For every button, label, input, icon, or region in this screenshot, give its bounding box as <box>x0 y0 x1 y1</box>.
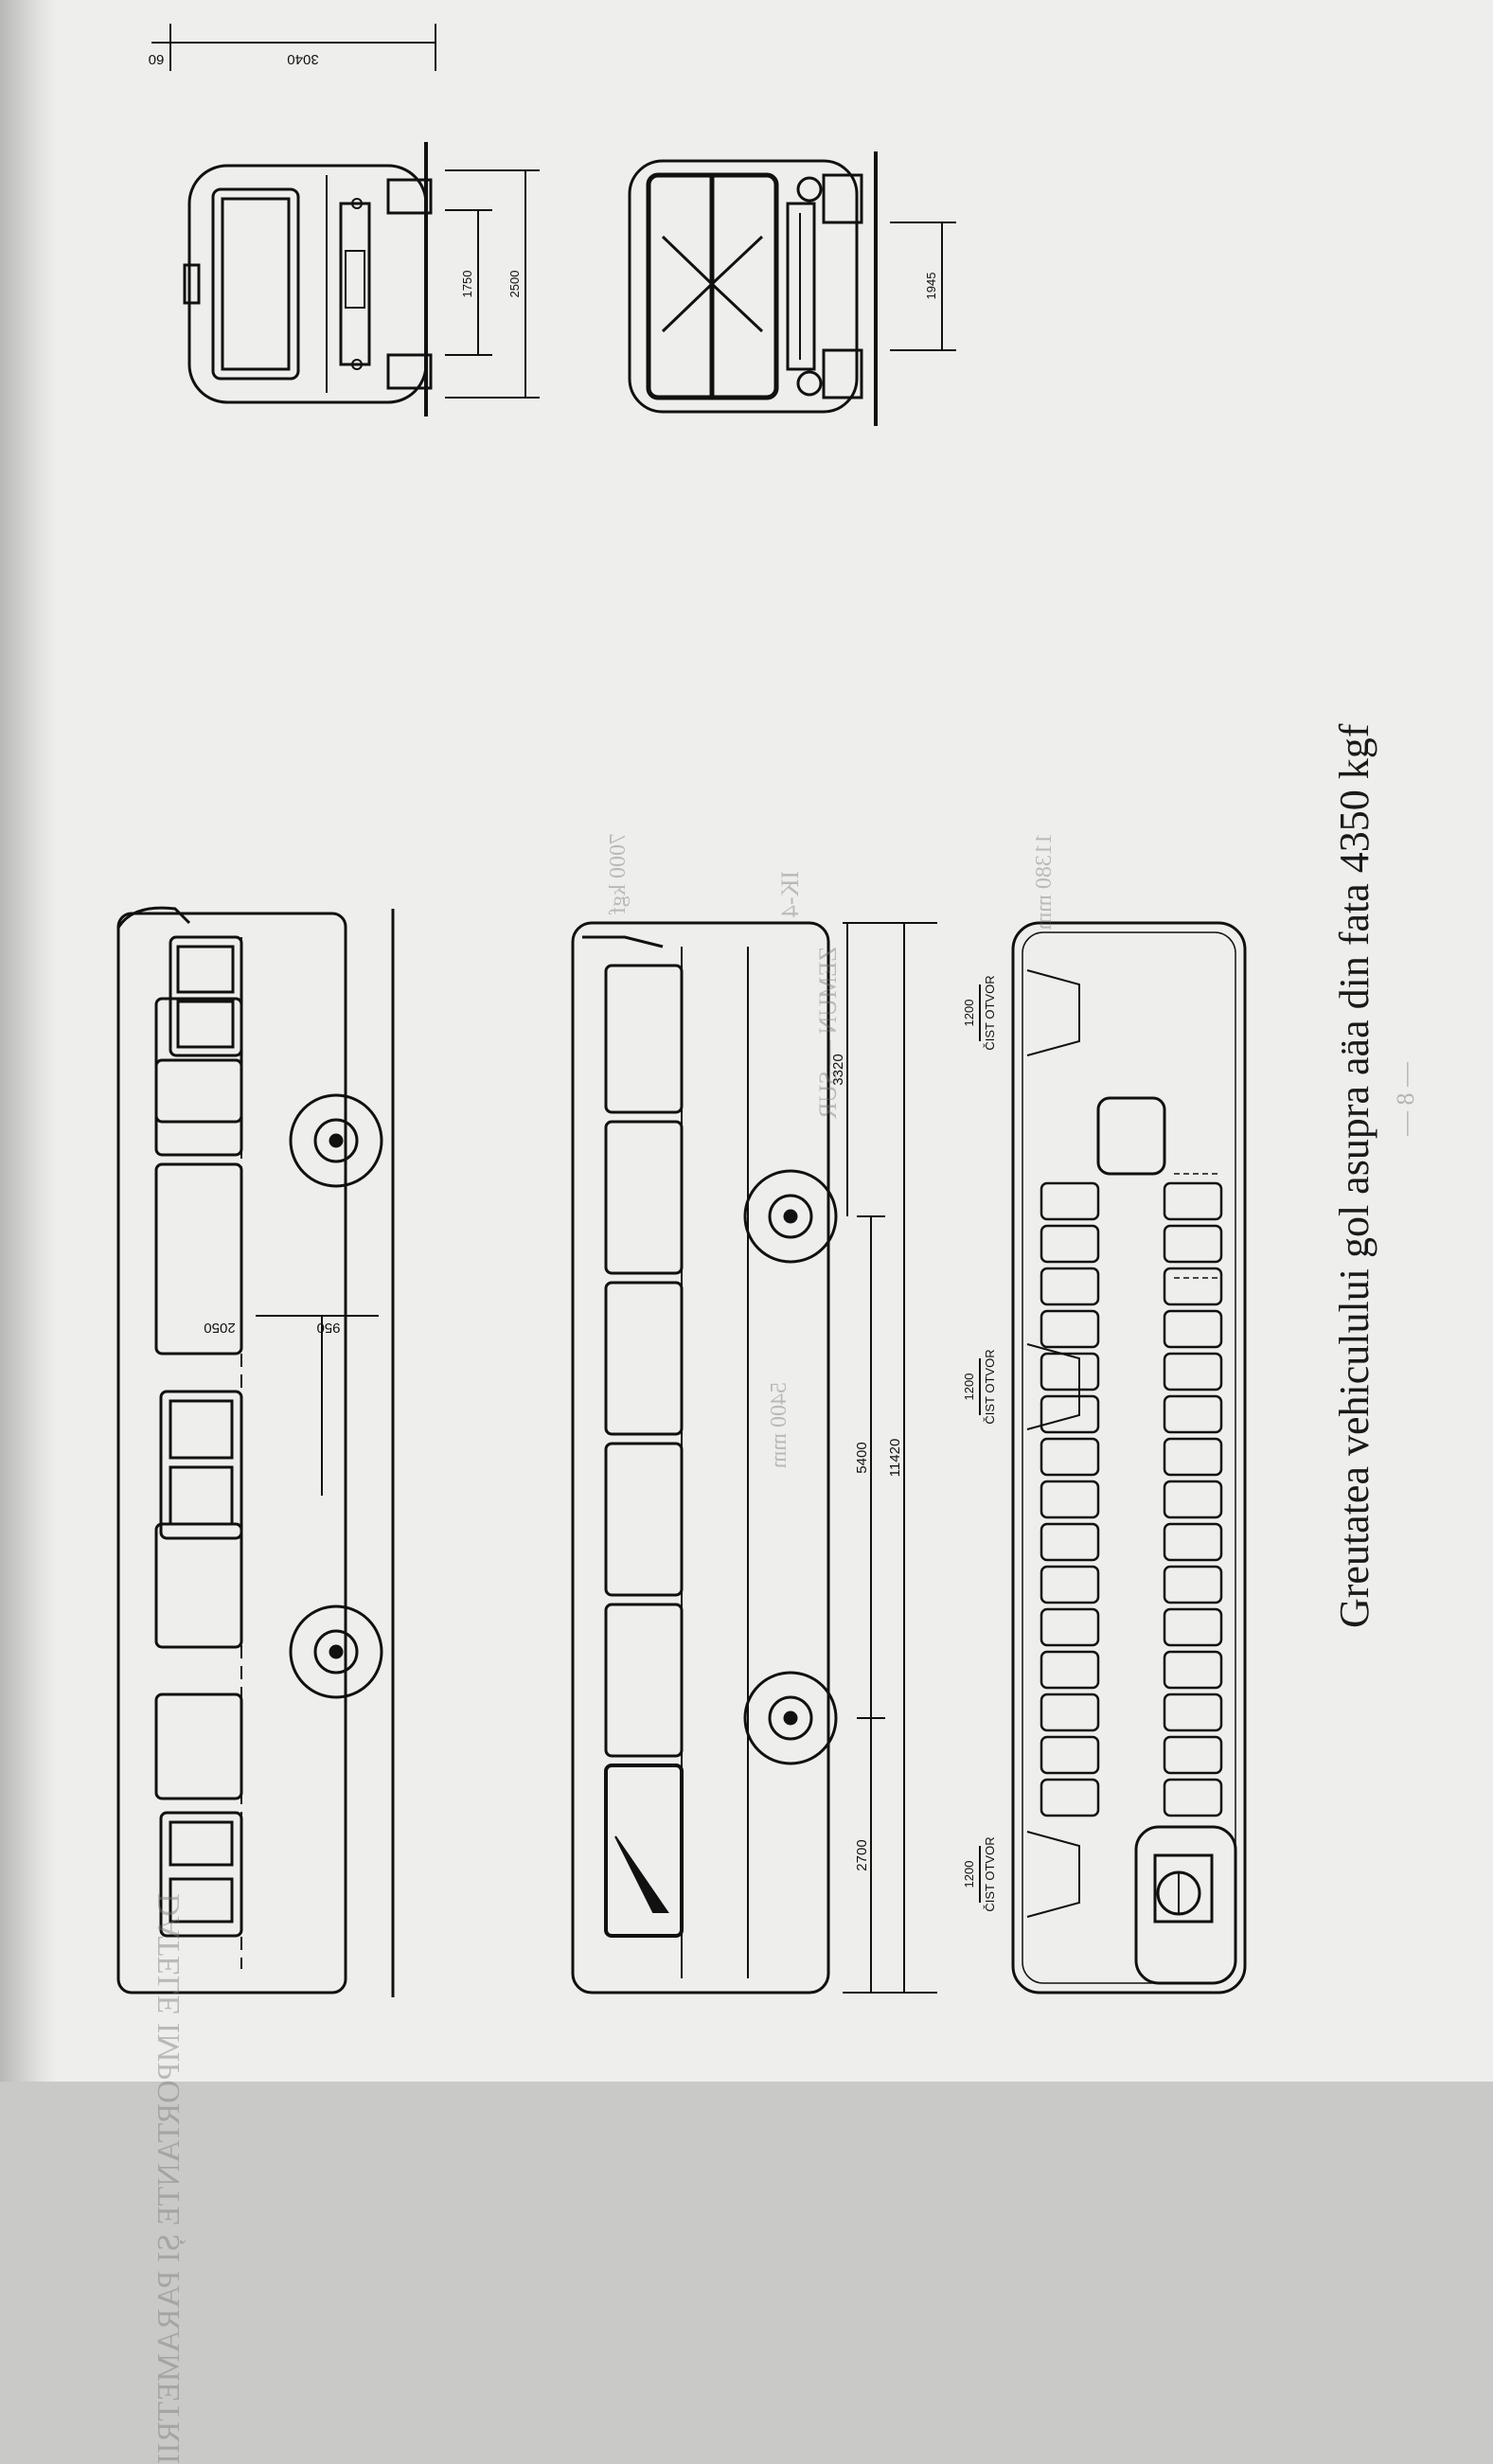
seat <box>1040 1352 1100 1392</box>
dim-door-rear: 1200 <box>962 1000 976 1027</box>
seat <box>1040 1394 1100 1434</box>
seat <box>1040 1309 1100 1349</box>
dim-950: 950 <box>316 1320 340 1336</box>
figure-caption: Greutatea vehiculului gol asupra aäa din… <box>1330 723 1377 1628</box>
label-door-rear: ČIST OTVOR <box>983 975 997 1050</box>
dim-1945: 1945 <box>924 273 938 300</box>
bus-side-view-windows: 11420 5400 2700 3320 <box>571 921 937 1994</box>
seat <box>1040 1181 1100 1221</box>
bleed-through-spec-5: 11380 mm <box>1032 833 1057 931</box>
bleed-through-spec-1: IK-4 <box>776 871 804 918</box>
bus-rear-view: 1750 2500 <box>183 142 540 417</box>
seat <box>1163 1735 1223 1775</box>
seat <box>1163 1437 1223 1477</box>
seat <box>1040 1480 1100 1519</box>
seat <box>1040 1607 1100 1647</box>
dim-3320: 3320 <box>830 1054 846 1085</box>
seat <box>1163 1607 1223 1647</box>
seat <box>1163 1778 1223 1817</box>
dim-5400: 5400 <box>854 1442 870 1473</box>
seat <box>1163 1309 1223 1349</box>
dim-2500: 2500 <box>507 271 522 298</box>
seat <box>1040 1224 1100 1264</box>
seat <box>1040 1267 1100 1306</box>
overall-width-dimension: 3040 60 <box>149 24 436 71</box>
dim-2050: 2050 <box>204 1320 235 1336</box>
dim-11420: 11420 <box>887 1439 903 1478</box>
technical-drawings: 3040 60 1750 2500 <box>116 24 1247 1997</box>
seat <box>1163 1522 1223 1562</box>
seat <box>1163 1480 1223 1519</box>
page-number: — 8 — <box>1392 1062 1419 1136</box>
seat <box>1040 1565 1100 1604</box>
seat <box>1040 1522 1100 1562</box>
seat <box>1040 1778 1100 1817</box>
dim-2700: 2700 <box>854 1839 870 1870</box>
seat <box>1163 1394 1223 1434</box>
bleed-through-heading: DATELE IMPORTANTE ȘI PARAMETRII <box>151 1893 187 2464</box>
bus-front-view: 1945 <box>628 151 956 426</box>
seat <box>1163 1565 1223 1604</box>
seat <box>1163 1267 1223 1306</box>
seat <box>1040 1693 1100 1732</box>
seat <box>1040 1735 1100 1775</box>
label-door-front: ČIST OTVOR <box>983 1836 997 1911</box>
seat <box>1163 1693 1223 1732</box>
dim-1750: 1750 <box>460 271 474 298</box>
label-door-mid: ČIST OTVOR <box>983 1349 997 1424</box>
bleed-through-spec-3: 7000 kgf <box>606 833 631 914</box>
bus-floor-plan: 1200 ČIST OTVOR 1200 ČIST OTVOR 1200 ČIS… <box>962 921 1247 1994</box>
seat <box>1040 1650 1100 1690</box>
dim-3040: 3040 <box>287 51 318 67</box>
bus-side-view-doors: 2050 950 <box>116 906 395 1997</box>
seat <box>1163 1181 1223 1221</box>
seat <box>1163 1650 1223 1690</box>
bleed-through-spec-2: ZEMUN — SUR <box>814 947 842 1120</box>
dim-door-mid: 1200 <box>962 1374 976 1401</box>
seat <box>1163 1224 1223 1264</box>
seat <box>1163 1352 1223 1392</box>
dim-60: 60 <box>149 51 165 67</box>
bleed-through-spec-4: 5400 mm <box>767 1382 791 1469</box>
seat <box>1040 1437 1100 1477</box>
dim-door-front: 1200 <box>962 1861 976 1888</box>
